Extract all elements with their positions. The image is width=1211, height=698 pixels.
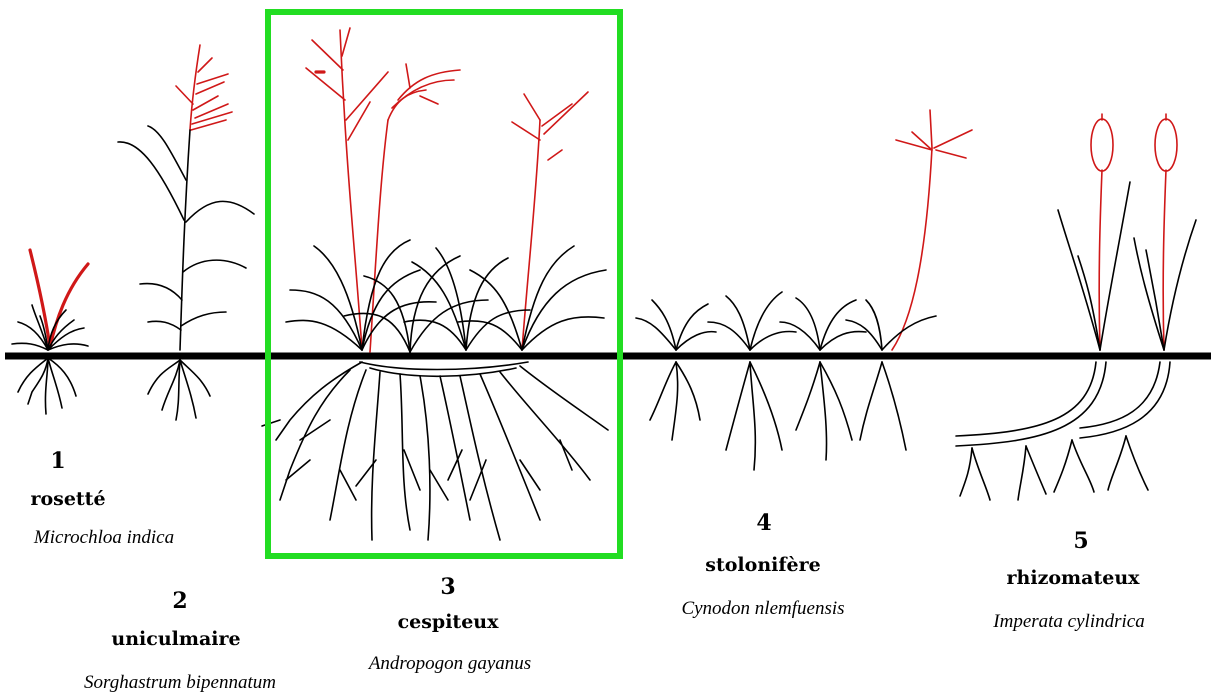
- plant-1-number: 1: [50, 448, 65, 474]
- plant-4-number: 4: [756, 510, 771, 536]
- plant-2-inflorescence: [176, 45, 232, 130]
- plant-3-leaves: [286, 240, 606, 352]
- plant-4-roots: [650, 362, 906, 470]
- plant-3-roots: [262, 362, 608, 540]
- plant-5-leaves: [1058, 182, 1196, 350]
- plant-4-shoots: [636, 292, 936, 350]
- plant-4-species: Cynodon nlemfuensis: [681, 598, 844, 619]
- plant-5-rhizomes: [956, 362, 1170, 446]
- label-plant-3: 3 cespiteux Andropogon gayanus: [367, 574, 531, 674]
- plant-4-inflorescence: [892, 110, 972, 350]
- label-plant-2: 2 uniculmaire Sorghastrum bipennatum: [84, 588, 276, 693]
- plant-5-type: rhizomateux: [1007, 567, 1141, 589]
- plant-4-type: stolonifère: [705, 554, 820, 576]
- plant-3-type: cespiteux: [398, 611, 500, 633]
- label-plant-5: 5 rhizomateux Imperata cylindrica: [992, 528, 1144, 632]
- plant-5-inflorescences: [1091, 114, 1177, 350]
- plant-3-base: [360, 362, 528, 376]
- plant-2-roots: [148, 360, 210, 420]
- plant-3-species: Andropogon gayanus: [367, 653, 531, 674]
- plant-4-stoloniferous-drawing: [636, 110, 972, 470]
- plant-2-type: uniculmaire: [111, 628, 240, 650]
- plant-5-species: Imperata cylindrica: [992, 611, 1144, 632]
- plant-3-number: 3: [440, 574, 455, 600]
- plant-1-roots: [18, 358, 76, 414]
- plant-3-cespitose-drawing: [262, 28, 608, 540]
- plant-1-rosette-drawing: [12, 250, 88, 414]
- plant-1-type: rosetté: [30, 488, 105, 510]
- label-plant-1: 1 rosetté Microchloa indica: [30, 448, 174, 548]
- plant-2-uniculm-drawing: [118, 45, 254, 420]
- plant-2-culm-and-leaves: [118, 126, 254, 350]
- plant-2-number: 2: [172, 588, 187, 614]
- plant-1-species: Microchloa indica: [33, 527, 174, 548]
- plant-5-rhizomatous-drawing: [956, 114, 1196, 500]
- plant-5-roots: [960, 436, 1148, 500]
- plant-2-species: Sorghastrum bipennatum: [84, 672, 276, 693]
- label-plant-4: 4 stolonifère Cynodon nlemfuensis: [681, 510, 844, 619]
- plant-5-number: 5: [1073, 528, 1088, 554]
